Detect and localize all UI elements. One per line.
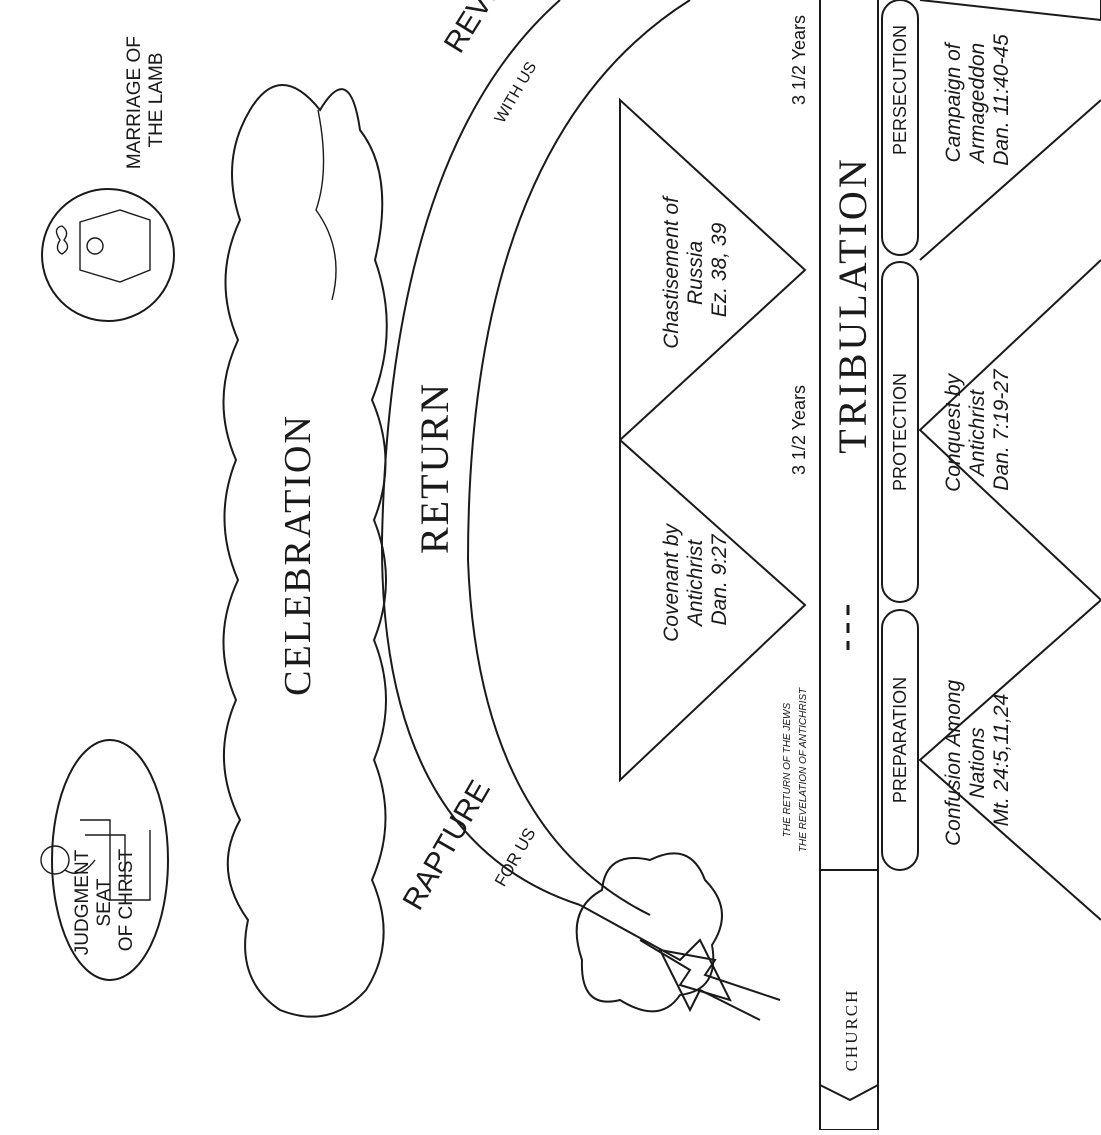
years-second-label: 3 1/2 Years bbox=[789, 15, 809, 105]
upper-event-chastisement: Chastisement of Russia Ez. 38, 39 bbox=[660, 191, 731, 349]
upper-event-triangles: Covenant by Antichrist Dan. 9:27 Chastis… bbox=[619, 97, 807, 783]
lower-event-triangles: Confusion Among Nations Mt. 24:5,11,24 C… bbox=[918, 0, 1101, 921]
return-label: RETURN bbox=[412, 382, 457, 554]
svg-text:PROTECTION: PROTECTION bbox=[890, 373, 910, 491]
upper-event-covenant: Covenant by Antichrist Dan. 9:27 bbox=[660, 518, 731, 642]
lower-event-armageddon: Campaign of Armageddon Dan. 11:40-45 bbox=[942, 34, 1013, 166]
marriage-lamb-group: MARRIAGE OF THE LAMB bbox=[41, 31, 175, 322]
judgment-seat-medallion bbox=[51, 739, 169, 981]
rapture-label: RAPTURE bbox=[397, 775, 497, 916]
marriage-lamb-label: MARRIAGE OF THE LAMB bbox=[124, 31, 167, 169]
timeline-band: CHURCH TRIBULATION 3 1/2 Years 3 1/2 Yea… bbox=[782, 0, 879, 1131]
celebration-cloud: CELEBRATION bbox=[222, 84, 388, 1018]
marriage-lamb-medallion bbox=[41, 188, 175, 322]
rapture-arrows bbox=[579, 904, 781, 1021]
judgment-seat-icon bbox=[40, 819, 151, 901]
revelation-label: REVELATION bbox=[438, 0, 566, 59]
celebration-label: CELEBRATION bbox=[277, 414, 319, 696]
for-us-label: FOR US bbox=[491, 825, 540, 890]
svg-text:PERSECUTION: PERSECUTION bbox=[890, 25, 910, 155]
antichrist-revelation-note: THE REVELATION OF ANTICHRIST bbox=[798, 687, 809, 852]
phase-pills: PREPARATION PROTECTION PERSECUTION bbox=[881, 0, 919, 871]
marriage-lamb-icon bbox=[55, 209, 151, 283]
phase-protection bbox=[881, 261, 919, 603]
phase-persecution bbox=[881, 0, 919, 256]
judgment-seat-label: JUDGMENT SEAT OF CHRIST bbox=[72, 845, 137, 956]
judgment-seat-group: JUDGMENT SEAT OF CHRIST bbox=[40, 739, 169, 981]
years-first-label: 3 1/2 Years bbox=[789, 385, 809, 475]
rapture-return-arc: RAPTURE FOR US RETURN WITH US REVELATION bbox=[380, 0, 691, 916]
lower-event-confusion: Confusion Among Nations Mt. 24:5,11,24 bbox=[942, 674, 1013, 846]
svg-text:PREPARATION: PREPARATION bbox=[890, 677, 910, 803]
church-label: CHURCH bbox=[842, 989, 861, 1072]
phase-preparation bbox=[881, 609, 919, 871]
jews-return-note: THE RETURN OF THE JEWS bbox=[782, 703, 793, 838]
tribulation-label: TRIBULATION bbox=[830, 156, 875, 453]
rapture-cloud bbox=[575, 852, 723, 1013]
lower-event-conquest: Conquest by Antichrist Dan. 7:19-27 bbox=[942, 368, 1013, 492]
